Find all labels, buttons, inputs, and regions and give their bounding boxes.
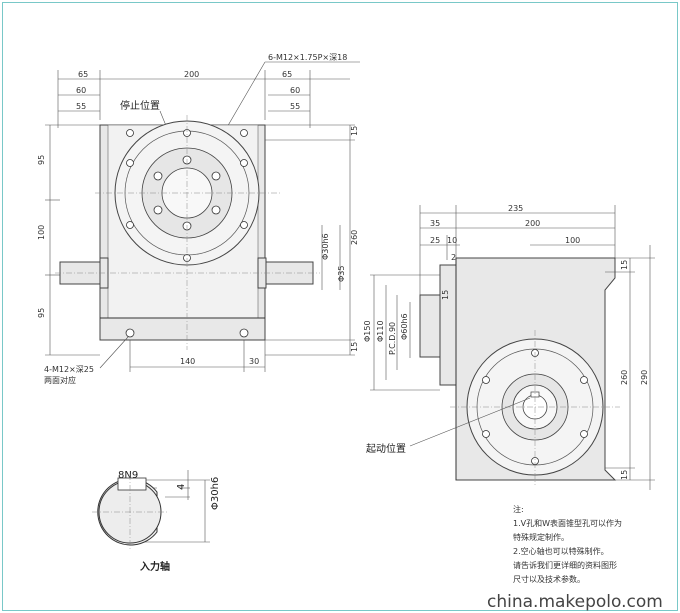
keyway (117, 477, 147, 491)
dim-140: 140 (180, 357, 195, 366)
callout-stop-position: 停止位置 (120, 99, 160, 112)
dim-35: 35 (430, 219, 440, 228)
dim-60-left: 60 (76, 86, 86, 95)
dim-100-side: 100 (565, 236, 580, 245)
dim-95-top: 95 (37, 155, 46, 165)
note-line-5: 尺寸以及技术参数。 (513, 574, 585, 584)
note-line-1: 1.V孔和W表面锥型孔可以作为 (513, 518, 622, 528)
callout-tapped-holes: 6-M12×1.75P×深18 (268, 53, 347, 62)
dim-95-bottom: 95 (37, 308, 46, 318)
dim-15-right-top: 15 (620, 260, 629, 270)
dim-65-left: 65 (78, 70, 88, 79)
watermark: china.makepolo.com (487, 592, 663, 612)
left-view: 65 200 60 55 65 60 55 6-M12×1.75P×深18 停止… (37, 53, 360, 385)
dim-15-side: 15 (441, 290, 450, 300)
dim-200: 200 (184, 70, 199, 79)
key-width-label: 8N9 (118, 470, 138, 481)
dim-15-right-bottom: 15 (620, 470, 629, 480)
dim-150: Φ150 (363, 320, 372, 342)
notes: 注: 1.V孔和W表面锥型孔可以作为 特殊规定制作。 2.空心轴也可以特殊制作。… (513, 504, 622, 584)
notes-heading: 注: (513, 504, 524, 514)
dim-260-left-view: 260 (350, 230, 359, 245)
shaft-detail-title: 入力轴 (140, 560, 170, 573)
note-line-3: 2.空心轴也可以特殊制作。 (513, 546, 609, 556)
output-shaft-stub (419, 294, 441, 358)
note-line-4: 请告诉我们更详细的资料图形 (513, 560, 617, 570)
shaft-diameter-label: Φ30h6 (210, 477, 221, 510)
dim-235: 235 (508, 204, 523, 213)
key-depth-label: 4 (176, 484, 187, 490)
callout-both-sides: 两面对应 (44, 375, 76, 385)
right-view: 235 35 200 25 10 100 2 Φ150 Φ110 P.C.D.9… (363, 204, 655, 490)
dim-15-top: 15 (350, 126, 359, 136)
dim-55-right: 55 (290, 102, 300, 111)
dim-100: 100 (37, 225, 46, 240)
dim-2: 2 (451, 253, 456, 262)
dim-110: Φ110 (376, 320, 385, 342)
dim-shaft-35: Φ35 (337, 266, 346, 282)
output-hub (439, 264, 457, 386)
shaft-detail: 8N9 4 Φ30h6 入力轴 (92, 470, 221, 573)
dim-25: 25 (430, 236, 440, 245)
note-line-2: 特殊规定制作。 (513, 532, 569, 542)
dim-shaft-30h6: Φ30h6 (321, 233, 330, 260)
callout-bottom-holes: 4-M12×深25 (44, 365, 94, 374)
dim-pcd-90: P.C.D.90 (388, 322, 397, 355)
dim-290: 290 (640, 370, 649, 385)
dim-55-left: 55 (76, 102, 86, 111)
dim-200-side: 200 (525, 219, 540, 228)
dim-60-right: 60 (290, 86, 300, 95)
callout-start-position: 起动位置 (366, 442, 406, 455)
dim-10: 10 (447, 236, 457, 245)
dim-65-right: 65 (282, 70, 292, 79)
dim-30: 30 (249, 357, 259, 366)
dim-15-bottom: 15 (350, 342, 359, 352)
dim-60h6: Φ60h6 (400, 313, 409, 340)
dim-260-side: 260 (620, 370, 629, 385)
